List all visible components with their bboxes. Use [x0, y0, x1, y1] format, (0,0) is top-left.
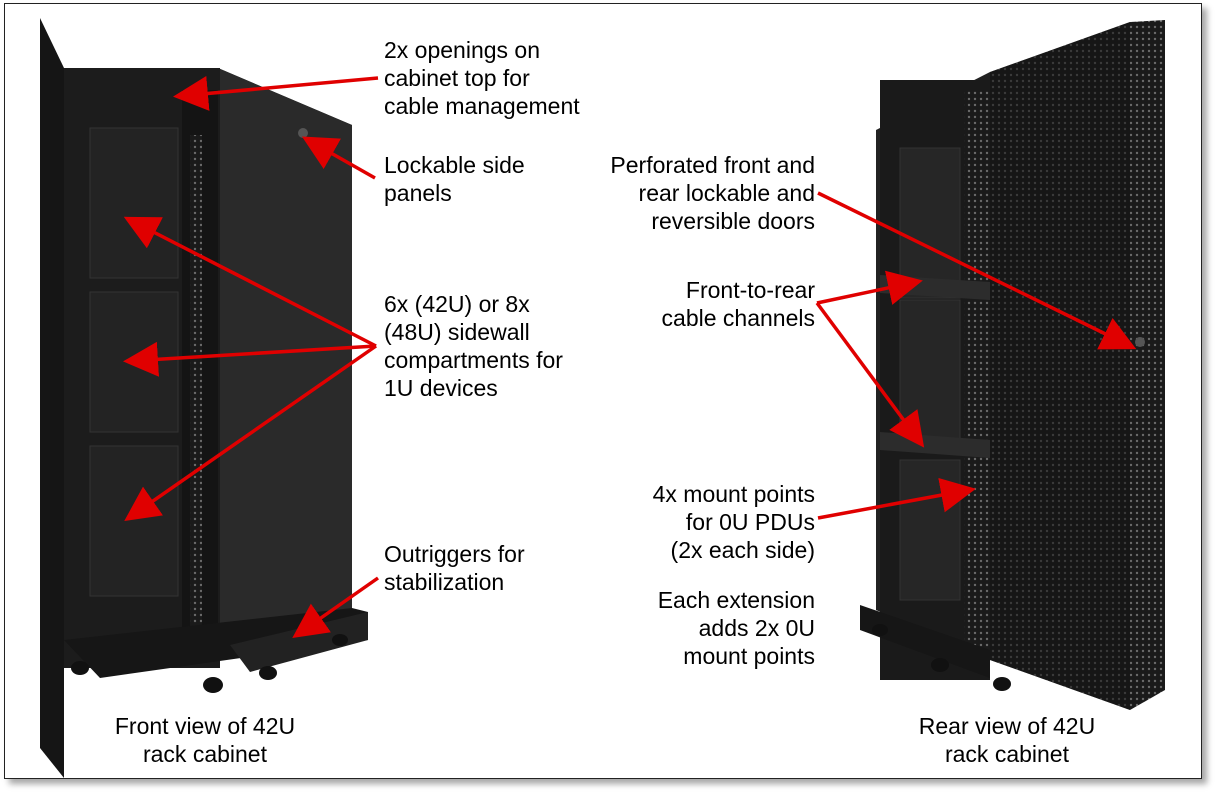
callout-sidewall: 6x (42U) or 8x (48U) sidewall compartmen… — [384, 291, 563, 401]
caption-rear: Rear view of 42U rack cabinet — [918, 713, 1096, 767]
outrigger — [230, 612, 368, 672]
rear-rail — [964, 90, 990, 650]
arrow-sidewall-3 — [124, 344, 377, 521]
arrow-sidewall-1 — [123, 216, 377, 348]
front-rail — [190, 135, 202, 635]
sidewall-compartment — [89, 445, 179, 597]
arrow-sidewall-2 — [123, 341, 377, 377]
arrow-top-openings — [173, 76, 379, 111]
callout-channels: Front-to-rear cable channels — [661, 277, 815, 331]
callout-extension: Each extension adds 2x 0U mount points — [657, 587, 815, 669]
arrow-channels-1 — [816, 270, 923, 305]
arrow-side-panels — [301, 136, 376, 180]
rear-cabinet — [860, 20, 1165, 710]
arrow-channels-2 — [815, 301, 925, 448]
door-lock-icon — [1135, 337, 1145, 347]
callout-doors: Perforated front and rear lockable and r… — [610, 152, 815, 234]
arrow-mount-points — [817, 477, 976, 520]
sidewall-compartment — [89, 127, 179, 279]
front-cabinet — [40, 18, 368, 778]
arrow-outriggers — [292, 576, 380, 639]
callout-mount-points: 4x mount points for 0U PDUs (2x each sid… — [652, 481, 815, 563]
callout-arrows — [123, 76, 1137, 639]
arrow-doors — [817, 191, 1137, 350]
side-panel-lock-icon — [298, 128, 308, 138]
callout-top-openings: 2x openings on cabinet top for cable man… — [384, 37, 580, 119]
rear-base — [860, 605, 990, 678]
front-door — [40, 18, 64, 778]
caption-front: Front view of 42U rack cabinet — [114, 713, 296, 767]
callout-side-panels: Lockable side panels — [384, 152, 525, 206]
callout-outriggers: Outriggers for stabilization — [384, 541, 525, 595]
cabinet-base — [64, 608, 368, 678]
side-panel — [218, 68, 352, 660]
